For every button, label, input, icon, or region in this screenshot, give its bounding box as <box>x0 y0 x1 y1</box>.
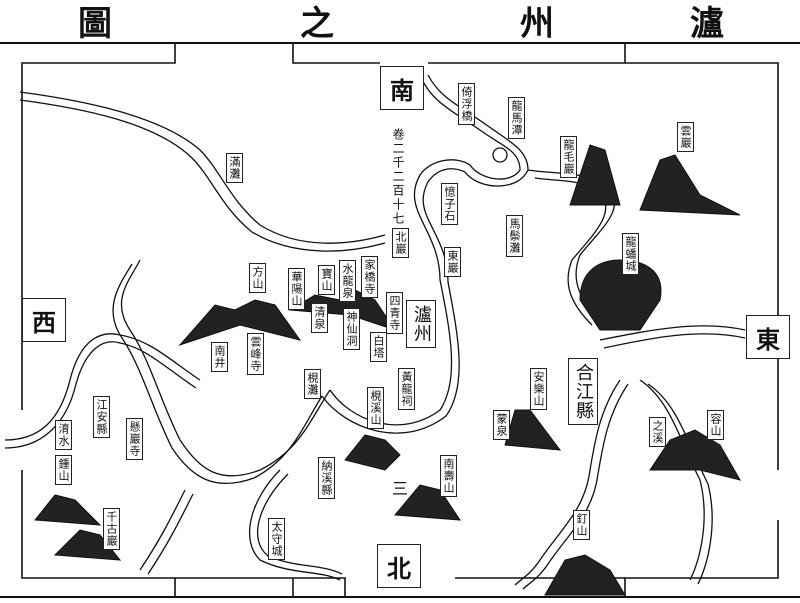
label-jiaqiao-si: 家橋寺 <box>361 256 378 298</box>
label-siqing-si: 四青寺 <box>386 292 403 334</box>
label-bai-ta: 白塔 <box>370 332 387 362</box>
label-hejiang-county: 合江縣 <box>568 358 598 425</box>
title-char: 瀘 <box>690 4 724 44</box>
mountains <box>34 144 742 596</box>
label-qiaofu: 倚浮橋 <box>458 83 475 125</box>
label-man-tan: 滿灘 <box>226 153 243 183</box>
direction-west: 西 <box>22 298 66 342</box>
label-anle-shan: 安樂山 <box>530 368 547 410</box>
title-char: 之 <box>300 4 334 44</box>
label-longmao-yan: 龍毛巖 <box>560 136 577 178</box>
label-bao-shan: 寶山 <box>318 265 335 295</box>
label-dong-yan: 東巖 <box>444 247 461 277</box>
label-chu-shan: 鍾山 <box>55 455 72 485</box>
label-yu-shui: 淯水 <box>55 420 72 450</box>
label-nasi-county: 納溪縣 <box>318 457 335 499</box>
label-yunfeng-si: 雲峰寺 <box>247 333 264 375</box>
label-jiangan-county: 江安縣 <box>93 396 110 438</box>
label-shenxian-dong: 神仙洞 <box>343 308 360 350</box>
label-li-tan: 梘灘 <box>304 369 321 399</box>
label-ding-shan: 釘山 <box>573 510 590 540</box>
label-taishou-cheng: 太守城 <box>268 518 285 560</box>
direction-north: 北 <box>377 544 421 588</box>
label-huayang-shan: 華陽山 <box>288 268 305 310</box>
label-ma-jin: 馬鬃灘 <box>506 215 523 257</box>
label-yun-yan: 雲巖 <box>677 122 694 152</box>
direction-east: 東 <box>746 315 790 359</box>
label-bei-yan: 北巖 <box>392 228 409 258</box>
label-luzhou: 瀘州 <box>406 300 436 348</box>
label-huanglong-ci: 黃龍祠 <box>398 368 415 410</box>
label-fang-shan: 方山 <box>249 263 266 293</box>
label-qing-quan: 清泉 <box>311 303 328 333</box>
label-longhu-cheng: 龍蟠城 <box>622 233 639 275</box>
title-char: 州 <box>520 4 554 44</box>
label-nanshou-shan: 南壽山 <box>440 455 457 497</box>
label-nan-jing: 南井 <box>211 342 228 372</box>
label-zhi-xi: 之溪 <box>649 417 666 447</box>
label-qiangu-yan: 千古巖 <box>103 508 120 550</box>
numeral-mark: 三 <box>392 479 411 498</box>
label-rong-shan: 容山 <box>707 410 724 440</box>
label-longma-tan: 龍馬潭 <box>508 97 525 139</box>
label-zhisheng-shi: 憶子石 <box>441 183 458 225</box>
label-huo-shan: 梘溪山 <box>367 387 384 429</box>
volume-note: 卷二千二百十七 <box>391 128 405 226</box>
title-char: 圖 <box>78 4 112 44</box>
direction-south: 南 <box>380 66 424 110</box>
label-xuanyan-si: 懸巖寺 <box>126 418 143 460</box>
label-meng-quan: 蒙泉 <box>493 410 510 440</box>
rivers <box>4 74 746 590</box>
label-shuilong-quan: 水龍泉 <box>339 260 356 302</box>
